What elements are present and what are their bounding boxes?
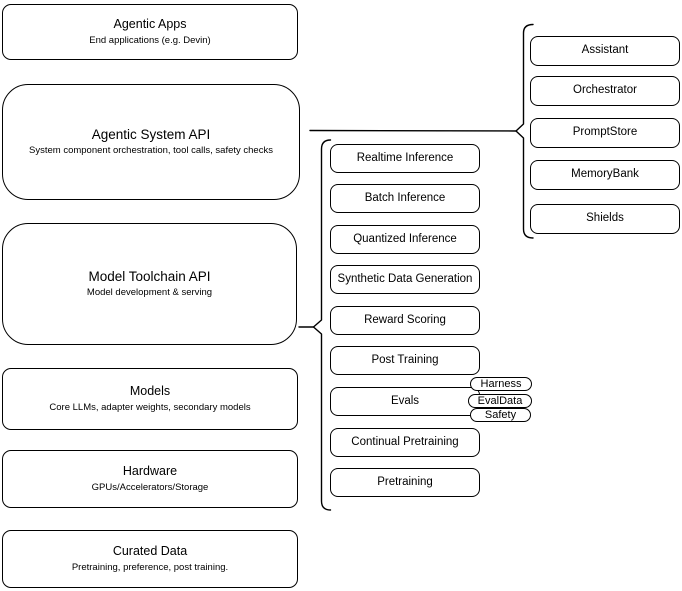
node-continual-pretraining: Continual Pretraining <box>330 428 480 457</box>
node-title: Curated Data <box>112 544 188 559</box>
node-curated-data: Curated Data Pretraining, preference, po… <box>2 530 298 588</box>
node-agentic-apps: Agentic Apps End applications (e.g. Devi… <box>2 4 298 60</box>
node-subtitle: End applications (e.g. Devin) <box>89 34 211 46</box>
node-memorybank: MemoryBank <box>530 160 680 190</box>
node-title: Model Toolchain API <box>88 268 211 284</box>
node-promptstore: PromptStore <box>530 118 680 148</box>
tag-harness: Harness <box>470 377 532 391</box>
node-subtitle: Core LLMs, adapter weights, secondary mo… <box>49 401 251 413</box>
node-evals: Evals <box>330 387 480 416</box>
node-agentic-system-api: Agentic System API System component orch… <box>2 84 300 200</box>
node-quantized-inference: Quantized Inference <box>330 225 480 254</box>
node-title: Agentic Apps <box>113 17 187 32</box>
node-batch-inference: Batch Inference <box>330 184 480 213</box>
tag-evaldata: EvalData <box>468 394 532 408</box>
toolchain-brace <box>312 139 332 511</box>
tag-safety: Safety <box>470 408 531 422</box>
node-realtime-inference: Realtime Inference <box>330 144 480 173</box>
node-orchestrator: Orchestrator <box>530 76 680 106</box>
node-subtitle: Pretraining, preference, post training. <box>71 561 229 573</box>
node-models: Models Core LLMs, adapter weights, secon… <box>2 368 298 430</box>
node-title: Hardware <box>122 464 178 479</box>
node-model-toolchain-api: Model Toolchain API Model development & … <box>2 223 297 345</box>
node-pretraining: Pretraining <box>330 468 480 497</box>
node-reward-scoring: Reward Scoring <box>330 306 480 335</box>
node-title: Agentic System API <box>91 126 211 142</box>
node-hardware: Hardware GPUs/Accelerators/Storage <box>2 450 298 508</box>
node-post-training: Post Training <box>330 346 480 375</box>
connector-system-api-to-components <box>309 129 517 132</box>
node-subtitle: Model development & serving <box>86 287 213 299</box>
node-subtitle: System component orchestration, tool cal… <box>29 145 273 157</box>
components-brace <box>515 23 534 239</box>
node-subtitle: GPUs/Accelerators/Storage <box>91 481 209 493</box>
node-shields: Shields <box>530 204 680 234</box>
node-title: Models <box>129 384 171 399</box>
node-synthetic-data-generation: Synthetic Data Generation <box>330 265 480 294</box>
node-assistant: Assistant <box>530 36 680 66</box>
